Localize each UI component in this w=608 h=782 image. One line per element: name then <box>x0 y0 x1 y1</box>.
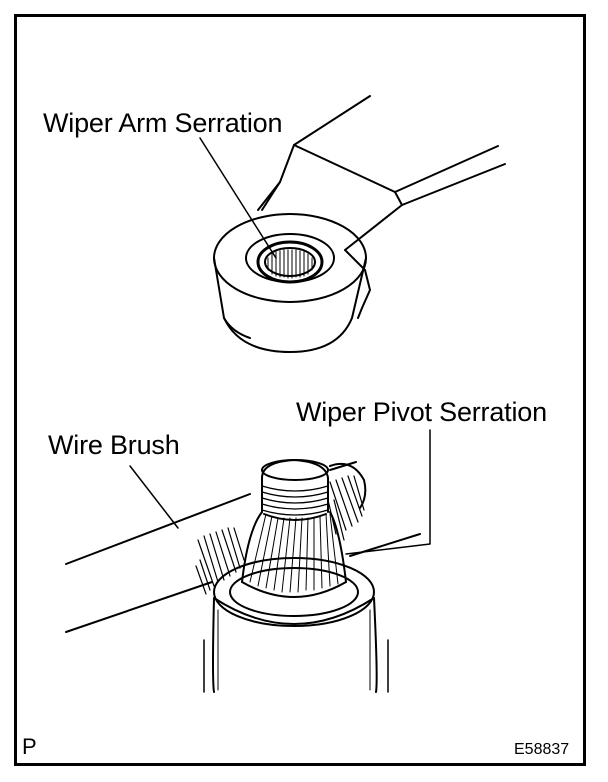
illustration-frame <box>14 14 586 766</box>
label-wire-brush: Wire Brush <box>48 430 180 460</box>
label-wiper-pivot-serration: Wiper Pivot Serration <box>296 397 547 427</box>
wiper-arm <box>213 95 506 353</box>
figure-id: E58837 <box>514 741 570 758</box>
leader-wire-brush <box>129 465 179 529</box>
label-wiper-arm-serration: Wiper Arm Serration <box>43 108 283 138</box>
leader-pivot-serration <box>345 429 431 555</box>
leader-arm-serration <box>199 137 277 259</box>
section-letter: P <box>22 734 37 759</box>
wiper-pivot <box>203 459 389 693</box>
